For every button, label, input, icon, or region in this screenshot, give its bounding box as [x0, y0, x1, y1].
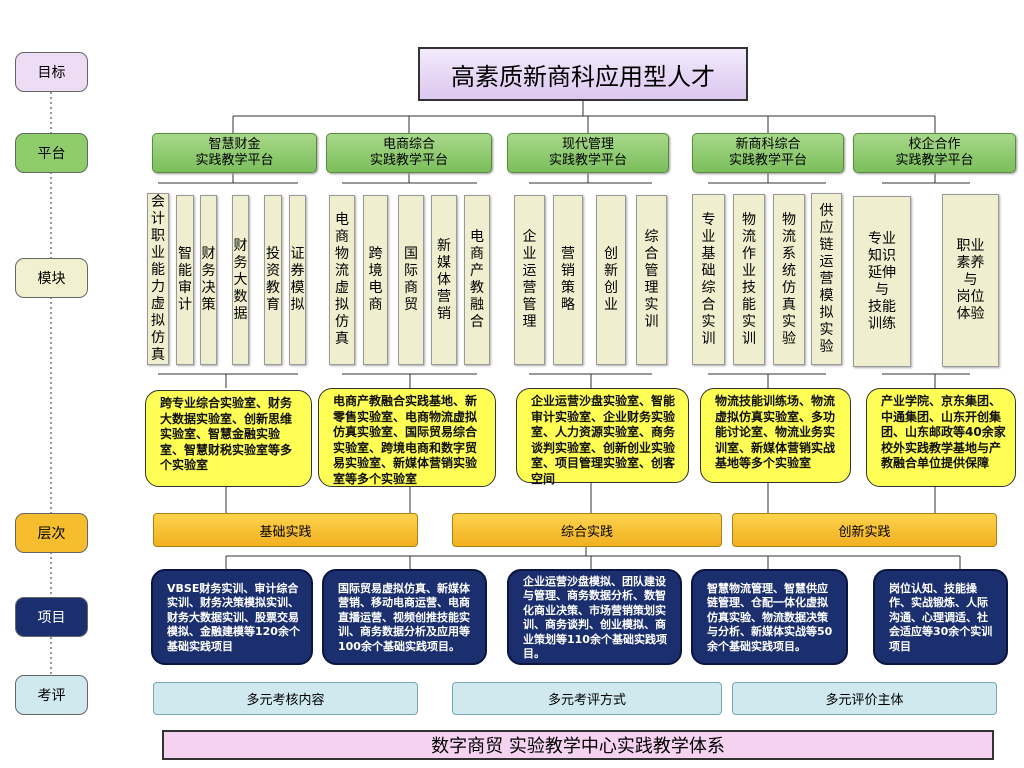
- module-box: 物流作业技能实训: [733, 194, 765, 365]
- module-box: 证券模拟: [289, 195, 306, 365]
- evaluation-bar: 多元考核内容: [153, 682, 418, 715]
- module-box: 财务决策: [200, 195, 217, 365]
- module-box: 职业 素养 与 岗位 体验: [942, 194, 999, 367]
- module-box: 投资教育: [264, 195, 282, 365]
- module-box: 专业基础综合实训: [692, 194, 725, 365]
- module-box: 会计职业能力虚拟仿真: [147, 193, 169, 365]
- row-label: 项目: [15, 597, 88, 637]
- project-box: VBSE财务实训、审计综合实训、财务决策模拟实训、财务大数据实训、股票交易模拟、…: [151, 569, 313, 665]
- project-box: 智慧物流管理、智慧供应链管理、仓配一体化虚拟仿真实验、物流数据决策与分析、新媒体…: [691, 569, 848, 665]
- module-box: 电商产教融合: [464, 195, 490, 365]
- footer-title: 数字商贸 实验教学中心实践教学体系: [162, 730, 994, 760]
- project-box: 岗位认知、技能操作、实战锻炼、人际沟通、心理调适、社会适应等30余个实训项目: [873, 569, 1008, 665]
- lab-box: 企业运营沙盘实验室、智能审计实验室、企业财务实验室、人力资源实验室、商务谈判实验…: [516, 388, 689, 486]
- module-box: 财务大数据: [232, 195, 249, 365]
- evaluation-bar: 多元评价主体: [732, 682, 997, 715]
- row-label: 目标: [15, 52, 88, 92]
- level-bar: 基础实践: [153, 513, 418, 547]
- lab-box: 电商产教融合实践基地、新零售实验室、电商物流虚拟仿真实验室、国际贸易综合实验室、…: [318, 388, 496, 487]
- module-box: 创新创业: [596, 195, 626, 365]
- module-box: 专业 知识 延伸 与 技能 训练: [853, 196, 911, 367]
- row-label: 层次: [15, 513, 88, 553]
- module-box: 智能审计: [176, 195, 194, 365]
- project-box: 国际贸易虚拟仿真、新媒体营销、移动电商运营、电商直播运营、视频创推技能实训、商务…: [322, 569, 487, 665]
- row-label: 平台: [15, 133, 88, 173]
- goal-title: 高素质新商科应用型人才: [418, 47, 748, 101]
- row-label: 考评: [15, 675, 88, 715]
- platform-box: 校企合作 实践教学平台: [853, 133, 1016, 173]
- platform-box: 新商科综合 实践教学平台: [692, 133, 844, 173]
- module-box: 综合管理实训: [636, 195, 667, 365]
- evaluation-bar: 多元考评方式: [452, 682, 722, 715]
- project-box: 企业运营沙盘模拟、团队建设与管理、商务数据分析、数智化商业决策、市场营销策划实训…: [507, 569, 682, 665]
- lab-box: 跨专业综合实验室、财务大数据实验室、创新思维实验室、智慧金融实验室、智慧财税实验…: [145, 390, 312, 487]
- module-box: 企业运营管理: [514, 195, 545, 365]
- platform-box: 电商综合 实践教学平台: [326, 133, 492, 173]
- module-box: 营销策略: [553, 195, 583, 365]
- platform-box: 现代管理 实践教学平台: [507, 133, 669, 173]
- platform-box: 智慧财金 实践教学平台: [152, 133, 317, 173]
- module-box: 电商物流虚拟仿真: [329, 195, 355, 365]
- module-box: 物流系统仿真实验: [773, 194, 805, 365]
- level-bar: 创新实践: [732, 513, 997, 547]
- module-box: 跨境电商: [363, 195, 388, 365]
- module-box: 新媒体营销: [431, 195, 457, 365]
- module-box: 国际商贸: [398, 195, 424, 365]
- lab-box: 物流技能训练场、物流虚拟仿真实验室、多功能讨论室、物流业务实训室、新媒体营销实战…: [700, 388, 851, 483]
- module-box: 供应链运营模拟实验: [811, 193, 842, 365]
- lab-box: 产业学院、京东集团、中通集团、山东开创集团、山东邮政等40余家校外实践教学基地与…: [866, 388, 1016, 487]
- row-label: 模块: [15, 258, 88, 298]
- level-bar: 综合实践: [452, 513, 722, 547]
